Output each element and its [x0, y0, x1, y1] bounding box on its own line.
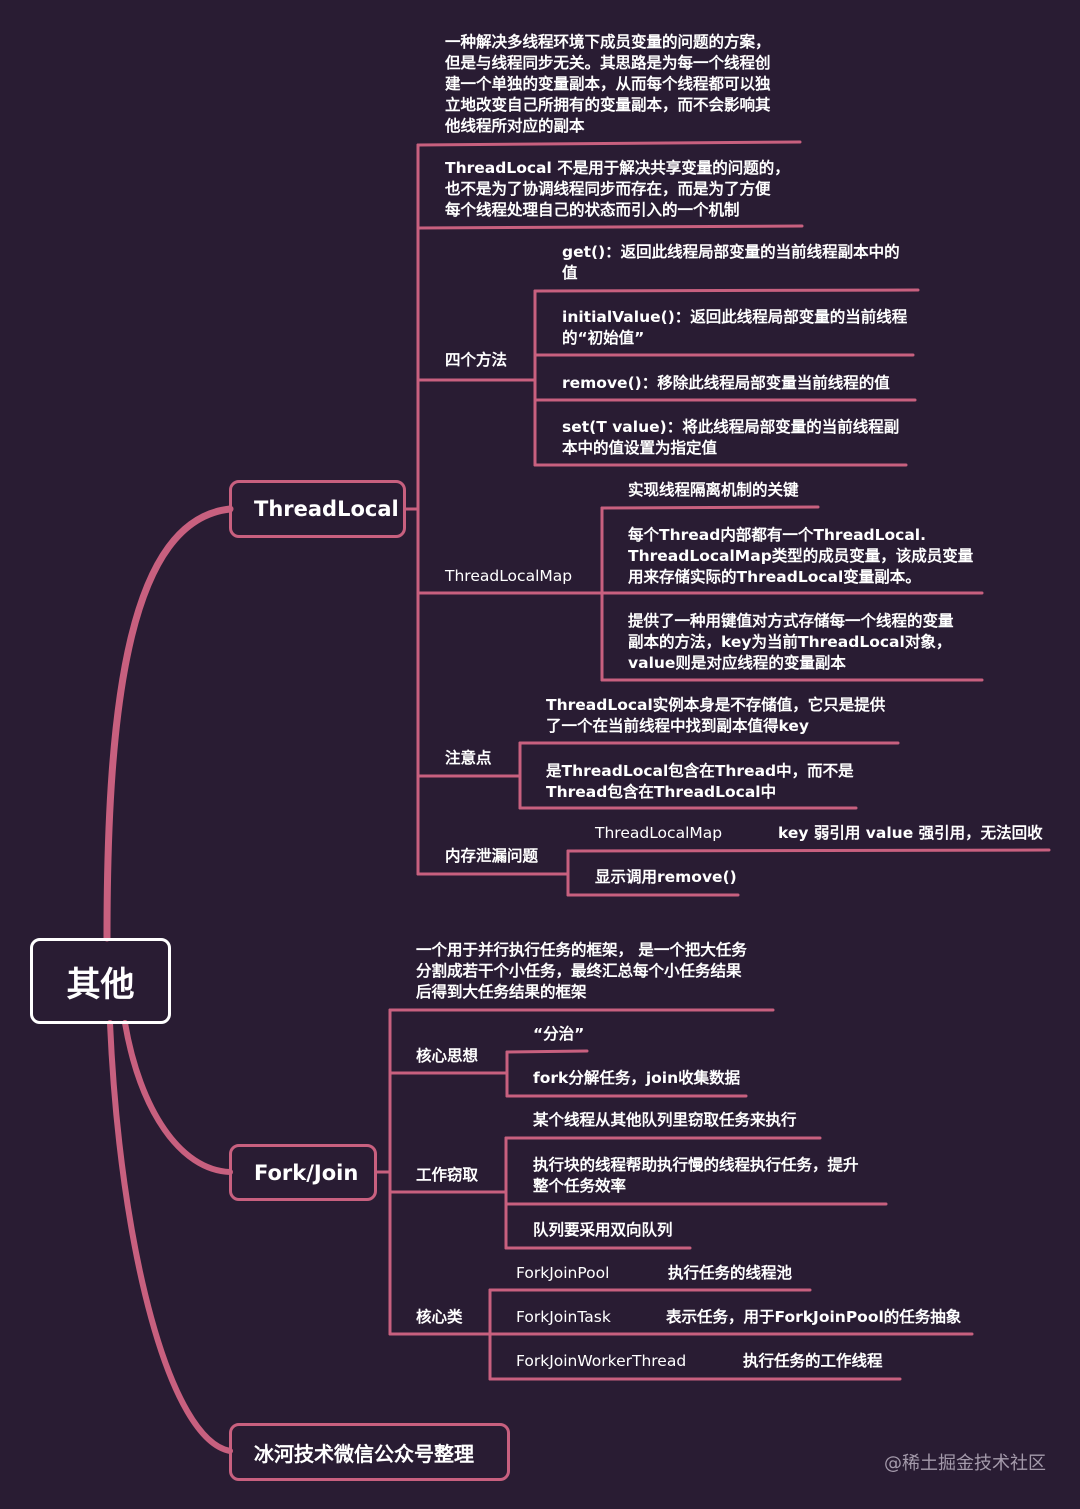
threadlocal-intro: 一种解决多线程环境下成员变量的问题的方案， 但是与线程同步无关。其思路是为每一个… — [445, 33, 771, 135]
map-key-mechanism: 实现线程隔离机制的关键 — [628, 481, 799, 499]
stealing-point-1: 某个线程从其他队列里窃取任务来执行 — [533, 1111, 797, 1129]
class-forkjointask-desc: 表示任务，用于ForkJoinPool的任务抽象 — [666, 1308, 962, 1326]
leak-reference-note: key 弱引用 value 强引用，无法回收 — [778, 824, 1043, 842]
method-get: get()：返回此线程局部变量的当前线程副本中的 值 — [562, 243, 900, 282]
stealing-label: 工作窃取 — [416, 1166, 479, 1184]
method-remove: remove()：移除此线程局部变量当前线程的值 — [562, 374, 890, 392]
root-node: 其他 — [30, 938, 171, 1024]
method-initialvalue: initialValue()：返回此线程局部变量的当前线程 的“初始值” — [562, 308, 908, 347]
core-idea-label: 核心思想 — [416, 1047, 479, 1065]
method-set: set(T value)：将此线程局部变量的当前线程副 本中的值设置为指定值 — [562, 418, 900, 457]
methods-label: 四个方法 — [445, 351, 508, 369]
watermark: @稀土掘金技术社区 — [884, 1453, 1046, 1474]
threadlocalmap-label: ThreadLocalMap — [445, 567, 573, 585]
threadlocal-node: ThreadLocal — [229, 480, 406, 538]
map-storage-method: 提供了一种用键值对方式存储每一个线程的变量 副本的方法，key为当前Thread… — [628, 612, 954, 672]
map-member-variable: 每个Thread内部都有一个ThreadLocal. ThreadLocalMa… — [628, 526, 974, 586]
note-containment: 是ThreadLocal包含在Thread中，而不是 Thread包含在Thre… — [546, 762, 854, 801]
forkjoin-node: Fork/Join — [229, 1144, 377, 1201]
stealing-point-3: 队列要采用双向队列 — [533, 1221, 673, 1239]
classes-label: 核心类 — [416, 1308, 463, 1326]
leak-fix: 显示调用remove() — [595, 868, 737, 886]
core-idea-divide: “分治” — [533, 1025, 585, 1043]
class-forkjointask: ForkJoinTask — [516, 1308, 611, 1326]
leak-threadlocalmap: ThreadLocalMap — [595, 824, 723, 842]
credit-node: 冰河技术微信公众号整理 — [229, 1423, 510, 1481]
stealing-point-2: 执行块的线程帮助执行慢的线程执行任务，提升 整个任务效率 — [533, 1156, 859, 1195]
branch-root-forkjoin — [122, 1020, 233, 1175]
core-idea-fork-join: fork分解任务，join收集数据 — [533, 1069, 741, 1087]
branch-root-threadlocal — [103, 505, 234, 942]
class-forkjoinworkerthread-desc: 执行任务的工作线程 — [743, 1352, 883, 1370]
branch-root-credit — [107, 1020, 233, 1454]
notes-label: 注意点 — [445, 749, 492, 767]
leak-label: 内存泄漏问题 — [445, 847, 539, 865]
class-forkjoinworkerthread: ForkJoinWorkerThread — [516, 1352, 687, 1370]
class-forkjoinpool-desc: 执行任务的线程池 — [668, 1264, 793, 1282]
class-forkjoinpool: ForkJoinPool — [516, 1264, 610, 1282]
threadlocal-purpose: ThreadLocal 不是用于解决共享变量的问题的， 也不是为了协调线程同步而… — [445, 159, 790, 219]
forkjoin-intro: 一个用于并行执行任务的框架， 是一个把大任务 分割成若干个小任务，最终汇总每个小… — [416, 941, 747, 1001]
note-no-storage: ThreadLocal实例本身是不存储值，它只是提供 了一个在当前线程中找到副本… — [546, 696, 886, 735]
